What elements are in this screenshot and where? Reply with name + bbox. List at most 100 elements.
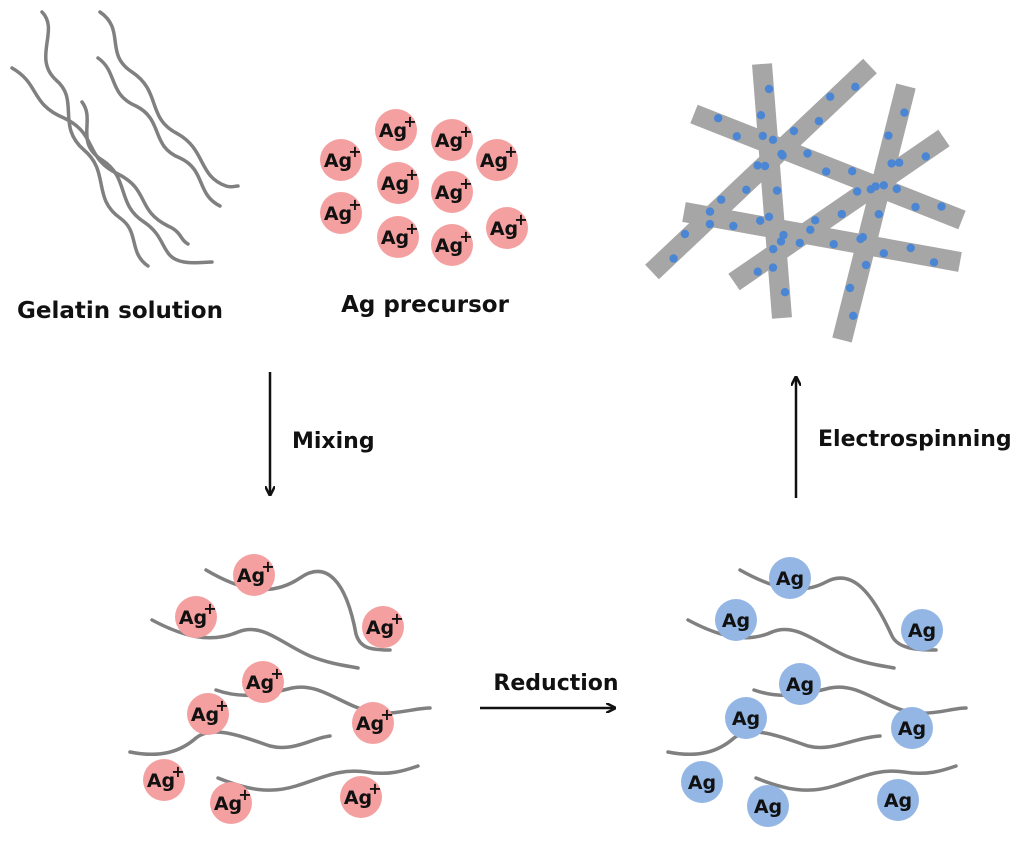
ag-nanoparticle-dot (856, 234, 865, 244)
nanofiber-mesh (645, 58, 966, 343)
ag-nanoparticle-dot (779, 230, 788, 240)
ag-ion-label: Ag (324, 203, 352, 225)
ag-ion-charge: + (459, 227, 472, 246)
ag-nanoparticle-dot (866, 185, 875, 194)
ag-ion: Ag+ (352, 702, 394, 744)
ag-nanoparticle-dot (929, 258, 939, 267)
gelatin-chain (40, 10, 150, 268)
ag-particle-label: Ag (786, 674, 814, 696)
ag-nanoparticle-dot (756, 216, 765, 225)
ag-ion-label: Ag (344, 787, 372, 809)
ag-ion-label: Ag (366, 617, 394, 639)
electrospinning-label: Electrospinning (818, 427, 1012, 452)
ag-ion: Ag+ (476, 139, 518, 181)
ag-ion: Ag+ (431, 224, 473, 266)
reduced-chain (754, 764, 958, 792)
ag-nanoparticle-dot (811, 216, 820, 225)
ag-ion-label: Ag (237, 565, 265, 587)
ag-particle-circle (769, 557, 811, 599)
ag-nanoparticle-dot (853, 187, 862, 196)
ag-nanoparticle-dot (756, 111, 766, 120)
ag-nanoparticle-dot (829, 240, 838, 249)
ag-ion-charge: + (514, 210, 527, 229)
ag-nanoparticle-dot (874, 210, 883, 219)
ag-ion-label: Ag (246, 672, 274, 694)
ag-ion: Ag+ (242, 661, 284, 703)
ag-ion-circle (352, 702, 394, 744)
ag-nanoparticle-dot (758, 131, 767, 141)
ag-nanoparticle-dot (937, 202, 946, 211)
ag-ion-charge: + (459, 174, 472, 193)
ag-ion-circle (431, 224, 473, 266)
ag-ion-circle (340, 776, 382, 818)
ag-nanoparticle-dot (764, 212, 774, 221)
ag-particle-circle (715, 599, 757, 641)
ag-ion-charge: + (368, 779, 381, 798)
ag-nanoparticle-dot (921, 152, 930, 161)
ag-nanoparticle-dot (851, 82, 860, 92)
ag-nanoparticle-dot (768, 263, 778, 272)
ag-nanoparticle-dot (789, 126, 799, 136)
ag-ion-charge: + (504, 142, 517, 161)
ag-nanoparticle-dot (906, 243, 915, 253)
ag-ion: Ag+ (340, 776, 382, 818)
ag-ion-label: Ag (379, 120, 407, 142)
nanofiber (690, 104, 966, 230)
ag-nanoparticle-dot (764, 84, 774, 94)
ag-ion-circle (375, 109, 417, 151)
ag-ion-charge: + (405, 219, 418, 238)
ag-ion-circle (242, 661, 284, 703)
ag-nanoparticle-dot (879, 249, 888, 258)
ag-ion-charge: + (459, 122, 472, 141)
ag-particle-label: Ag (688, 772, 716, 794)
ag-ion-label: Ag (214, 793, 242, 815)
ag-nanoparticle-dot (777, 149, 786, 159)
ag-ion: Ag+ (431, 171, 473, 213)
ag-ion-charge: + (348, 142, 361, 161)
ag-ion-charge: + (348, 195, 361, 214)
nanofiber (832, 83, 916, 343)
ag-ion: Ag+ (210, 782, 252, 824)
ag-particle-label: Ag (754, 796, 782, 818)
ag-nanoparticle-dot (826, 92, 835, 101)
ag-ion: Ag+ (431, 119, 473, 161)
ag-ion-charge: + (380, 705, 393, 724)
ag-particle-label: Ag (776, 568, 804, 590)
gelatin-chain (96, 56, 222, 208)
ag-particle: Ag (891, 707, 933, 749)
ag-ion-circle (320, 139, 362, 181)
ag-ion-charge: + (403, 112, 416, 131)
ag-ion-label: Ag (480, 150, 508, 172)
gelatin-chains (10, 10, 240, 268)
ag-nanoparticle-dot (768, 135, 778, 144)
ag-precursor-label: Ag precursor (341, 292, 510, 318)
ag-ion-charge: + (238, 785, 251, 804)
ag-nanoparticle-dot (705, 207, 715, 216)
ag-particle-circle (877, 779, 919, 821)
ag-ion-label: Ag (381, 227, 409, 249)
ag-nanoparticle-dot (911, 202, 920, 212)
mixed-chain (216, 764, 420, 792)
ag-ion: Ag+ (377, 162, 419, 204)
ag-nanoparticle-dot (680, 229, 690, 239)
ag-particle: Ag (901, 609, 943, 651)
ag-nanoparticle-dot (806, 225, 815, 234)
mixed-chain (204, 568, 392, 652)
ag-nanoparticle-dot (848, 167, 857, 176)
ag-ion-circle (476, 139, 518, 181)
ag-ion-circle (175, 596, 217, 638)
ag-ion-charge: + (270, 664, 283, 683)
ag-ion-circle (431, 171, 473, 213)
reduction-label: Reduction (493, 671, 618, 696)
ag-ion: Ag+ (377, 216, 419, 258)
ag-ion-charge: + (203, 599, 216, 618)
ag-particle-circle (681, 761, 723, 803)
ag-nanoparticle-dot (795, 238, 804, 248)
ag-ion-label: Ag (324, 150, 352, 172)
ag-ion-label: Ag (356, 713, 384, 735)
ag-ion-label: Ag (381, 173, 409, 195)
ag-ion-circle (143, 759, 185, 801)
ag-ion-circle (486, 207, 528, 249)
ag-particle: Ag (877, 779, 919, 821)
